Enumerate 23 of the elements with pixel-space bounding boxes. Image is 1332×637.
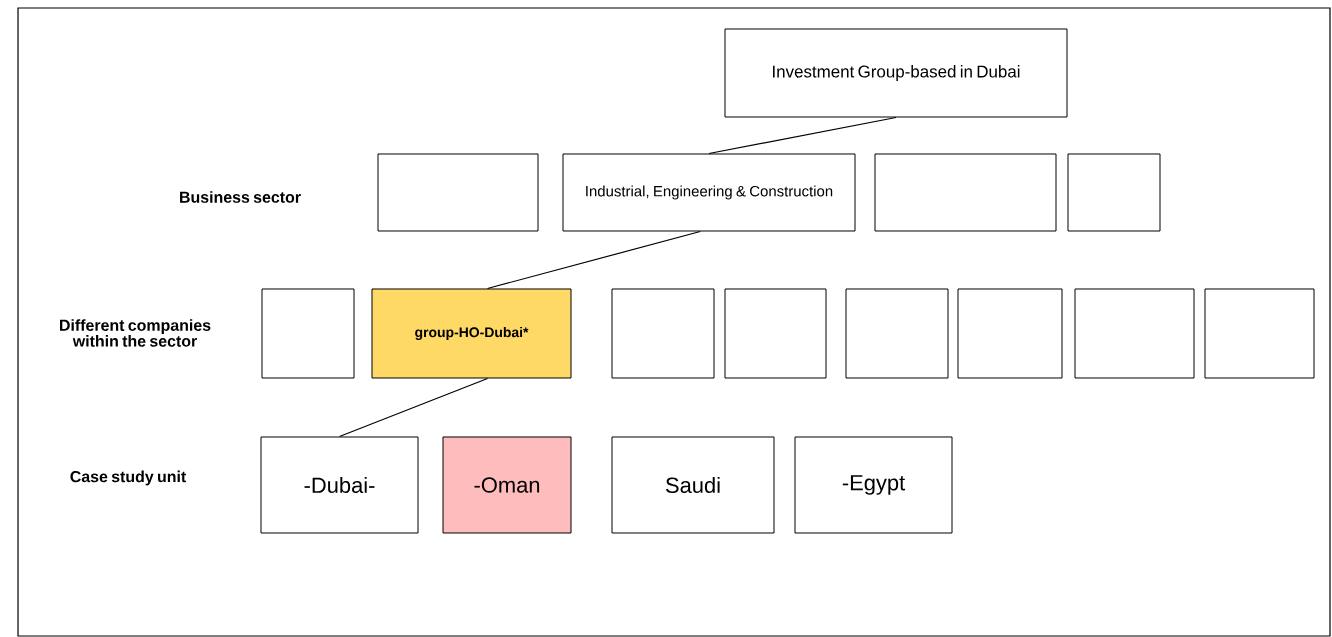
empty-box <box>1074 288 1195 379</box>
company-box: Industrial, Engineering & Construction <box>562 153 856 232</box>
empty-box <box>724 288 827 379</box>
empty-box <box>377 153 539 232</box>
connector-line <box>338 377 489 438</box>
row-label: Different companies within the sector <box>60 319 211 347</box>
empty-box <box>874 153 1057 232</box>
company-box: group-HO-Dubai* <box>371 288 572 379</box>
company-box: -Dubai- <box>260 436 419 534</box>
company-box: Investment Group-based in Dubai <box>724 28 1068 118</box>
connector-line <box>486 230 701 290</box>
empty-box <box>611 288 715 379</box>
empty-box <box>261 288 355 379</box>
company-box: Saudi <box>611 436 775 534</box>
company-box: -Egypt <box>794 436 953 534</box>
empty-box <box>1067 153 1161 232</box>
row-label: Case study unit <box>70 470 187 486</box>
empty-box <box>1204 288 1315 379</box>
row-label: Business sector <box>180 191 301 203</box>
connector-line <box>708 116 897 155</box>
empty-box <box>957 288 1063 379</box>
company-box: -Oman <box>442 436 572 534</box>
empty-box <box>845 288 949 379</box>
